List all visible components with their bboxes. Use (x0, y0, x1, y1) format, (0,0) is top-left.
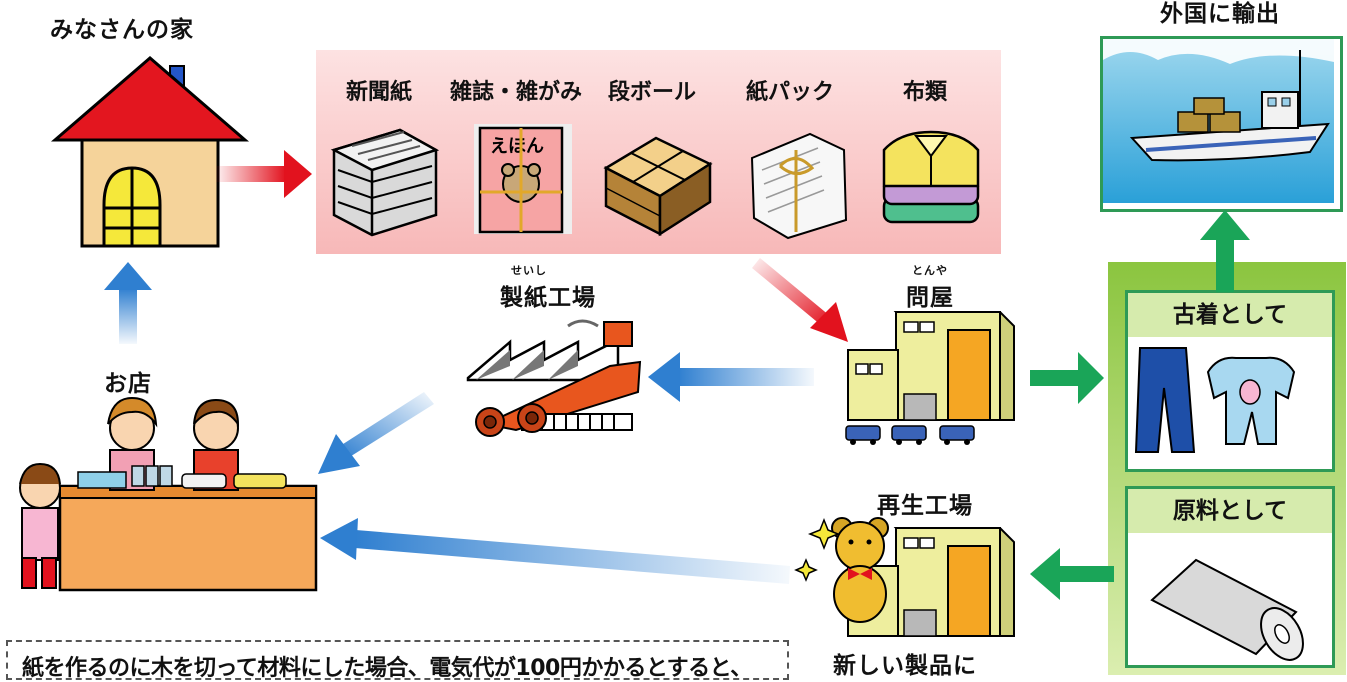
item-label-cloth: 布類 (903, 80, 948, 105)
arrow-shop-to-home (104, 262, 152, 344)
arrow-used-clothing-to-export (1200, 210, 1250, 292)
wholesaler-label: 問屋 (906, 285, 954, 311)
cloth-icon (882, 130, 980, 224)
magazine-icon: えほん (474, 124, 572, 234)
export-ship-icon (1103, 39, 1334, 203)
magazine-cover-text: えほん (490, 136, 544, 157)
cardboard-icon (603, 136, 713, 237)
shopkeeper-woman-icon (107, 396, 158, 491)
raw-material-label: 原料として (1128, 489, 1332, 533)
wholesaler-building-icon (845, 311, 1015, 445)
recycling-plant-label: 再生工場 (877, 493, 973, 519)
item-label-newspaper: 新聞紙 (346, 80, 413, 105)
arrow-items-to-wholesaler (752, 258, 848, 342)
arrow-wholesaler-to-paper-mill (648, 352, 814, 402)
export-label: 外国に輸出 (1160, 1, 1280, 27)
wholesaler-ruby: とんや (912, 264, 948, 277)
arrow-paper-mill-to-shop (318, 392, 434, 474)
paper-mill-icon (466, 319, 642, 437)
arrow-wholesaler-to-used-clothing (1030, 352, 1104, 404)
arrow-raw-material-to-recycling (1030, 548, 1114, 600)
used-clothing-icon (1134, 347, 1296, 453)
arrow-home-to-items (216, 150, 312, 198)
child-customer-icon (19, 462, 61, 589)
teddy-bear-icon (831, 517, 889, 623)
used-clothing-label: 古着として (1128, 293, 1332, 337)
paper-carton-icon (750, 132, 848, 240)
paper-mill-ruby: せいし (511, 264, 547, 277)
item-label-cardboard: 段ボール (608, 80, 697, 105)
house-icon (50, 56, 250, 248)
newspaper-icon (330, 128, 440, 237)
shop-scene-icon (19, 396, 318, 592)
shop-label: お店 (104, 371, 152, 397)
item-label-magazines: 雑誌・雑がみ (450, 80, 583, 105)
arrow-recycling-to-shop (320, 518, 790, 584)
paper-mill-label: 製紙工場 (500, 285, 596, 311)
item-label-paper-carton: 紙パック (746, 80, 835, 105)
home-label: みなさんの家 (50, 17, 194, 43)
raw-material-roll-icon (1150, 558, 1304, 661)
sparkle-icon (794, 517, 841, 582)
recycling-plant-building-icon (847, 527, 1015, 637)
